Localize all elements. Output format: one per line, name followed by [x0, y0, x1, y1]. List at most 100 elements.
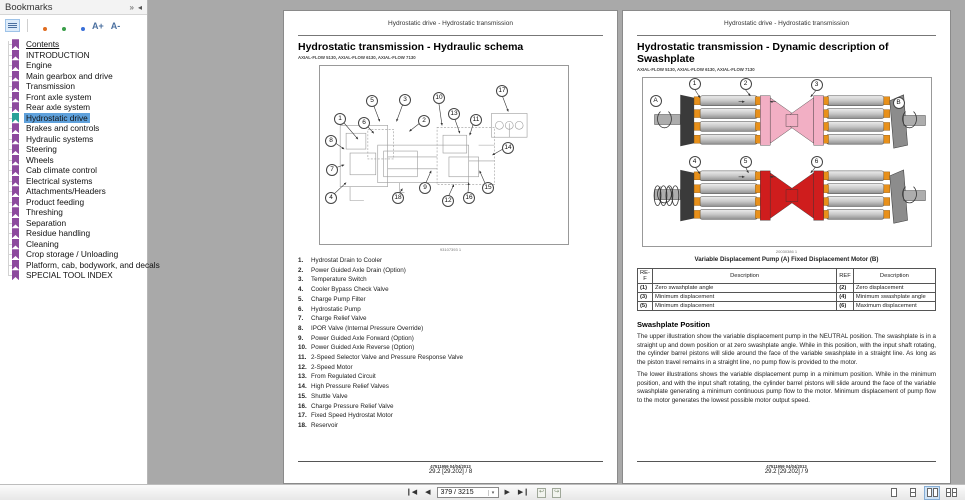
bookmark-icon — [12, 112, 19, 123]
col-header: Description — [852, 268, 937, 284]
figure-reference-code: 20030386 1 — [775, 249, 798, 254]
ref-cell: (4) — [836, 292, 854, 302]
previous-view-icon[interactable] — [537, 487, 547, 498]
bookmark-label: Cleaning — [26, 238, 59, 249]
callout-letter: 3 — [810, 79, 823, 91]
page-title: Hydrostatic transmission - Hydraulic sch… — [298, 41, 524, 53]
increase-text-size-button[interactable]: A+ — [92, 20, 104, 31]
collapse-panel-icon[interactable]: ◂ — [137, 2, 142, 12]
bookmark-item[interactable]: Hydraulic systems — [0, 133, 147, 145]
section-page-number: 29.2 [29.202] / 9 — [764, 469, 809, 475]
table-row: (3) Minimum displacement (4) Minimum swa… — [637, 292, 937, 302]
bookmark-icon — [12, 123, 19, 134]
legend-item-text: IPOR Valve (Internal Pressure Override) — [311, 324, 424, 332]
new-bookmark-green-icon[interactable] — [54, 19, 67, 32]
bookmark-item[interactable]: INTRODUCTION — [0, 49, 147, 61]
legend-item-text: Power Guided Axle Reverse (Option) — [311, 344, 415, 352]
bookmark-item[interactable]: Brakes and controls — [0, 123, 147, 134]
next-view-icon[interactable] — [552, 487, 562, 498]
footer-rule — [298, 461, 603, 462]
continuous-view-icon[interactable] — [905, 486, 921, 500]
header-rule — [298, 35, 603, 36]
bookmark-item[interactable]: Engine — [0, 60, 147, 71]
new-bookmark-red-icon[interactable] — [35, 19, 48, 32]
callout-number: 16 — [463, 192, 475, 204]
ref-cell: (1) — [637, 283, 653, 293]
bookmark-label: Separation — [26, 217, 67, 228]
bookmark-item[interactable]: Threshing — [0, 207, 147, 218]
description-cell: Zero swashplate angle — [651, 283, 838, 293]
bookmarks-panel-title: Bookmarks — [5, 1, 53, 13]
bookmark-item[interactable]: Wheels — [0, 154, 147, 166]
previous-page-button[interactable]: ◀ — [425, 488, 431, 496]
bookmark-icon — [12, 228, 19, 239]
page-title: Hydrostatic transmission - Dynamic descr… — [637, 41, 889, 65]
bookmark-item[interactable]: SPECIAL TOOL INDEX — [0, 270, 147, 281]
legend-item: Hydrostat Drain to Cooler — [298, 256, 603, 266]
new-bookmark-blue-icon[interactable] — [73, 19, 86, 32]
col-header: RE-F — [637, 268, 653, 284]
page-footer: 47511959 04/04/2013 29.2 [29.202] / 9 — [637, 461, 936, 475]
page-dropdown-caret-icon[interactable]: ▾ — [487, 489, 498, 496]
bookmark-item[interactable]: Cab climate control — [0, 165, 147, 176]
bookmark-label: Brakes and controls — [26, 123, 100, 134]
legend-item-text: Reservoir — [311, 421, 338, 429]
callout-number: 8 — [325, 135, 337, 147]
footer-rule — [637, 461, 936, 462]
swashplate-figure: A 1 2 3 B 4 5 6 — [641, 77, 932, 247]
bookmark-item[interactable]: Platform, cab, bodywork, and decals — [0, 259, 160, 271]
legend-item: From Regulated Circuit — [298, 372, 603, 382]
document-number: 47511959 04/04/2013 — [430, 464, 471, 469]
bookmark-item[interactable]: Rear axle system — [0, 102, 147, 113]
bookmark-item[interactable]: Separation — [0, 217, 147, 229]
bookmark-item[interactable]: Residue handling — [0, 228, 147, 239]
bookmark-item[interactable]: Hydrostatic drive — [0, 112, 147, 124]
bookmarks-panel: Bookmarks » ◂ A+ A- — [0, 0, 160, 484]
bookmark-item[interactable]: Steering — [0, 144, 147, 155]
callout-letter: 5 — [739, 156, 752, 168]
legend-item: High Pressure Relief Valves — [298, 382, 603, 392]
bookmark-item[interactable]: Crop storage / Unloading — [0, 249, 147, 260]
legend-item-text: Cooler Bypass Check Valve — [311, 286, 389, 294]
legend-item: Fixed Speed Hydrostat Motor — [298, 411, 603, 421]
bookmark-item[interactable]: Electrical systems — [0, 175, 147, 187]
table-row: (5) Minimum displacement (6) Maximum dis… — [637, 301, 937, 311]
single-page-view-icon[interactable] — [886, 486, 902, 500]
callout-number: 17 — [496, 85, 508, 97]
bookmark-icon — [12, 196, 19, 207]
bookmark-list-options-icon[interactable] — [5, 19, 20, 32]
page-left: Hydrostatic drive - Hydrostatic transmis… — [283, 10, 618, 484]
last-page-button[interactable]: ▶❙ — [517, 488, 530, 496]
bookmark-item[interactable]: Attachments/Headers — [0, 186, 147, 197]
callout-number: 15 — [482, 182, 494, 194]
legend-item: Power Guided Axle Forward (Option) — [298, 334, 603, 344]
bookmark-label: Transmission — [26, 81, 76, 92]
bookmark-label: Residue handling — [26, 228, 91, 239]
decrease-text-size-button[interactable]: A- — [110, 20, 121, 31]
document-area: Hydrostatic drive - Hydrostatic transmis… — [148, 0, 965, 484]
two-page-view-icon[interactable] — [924, 485, 940, 500]
bookmark-item[interactable]: Front axle system — [0, 91, 147, 103]
body-paragraph: The upper illustration show the variable… — [637, 333, 936, 366]
page-right: Hydrostatic drive - Hydrostatic transmis… — [622, 10, 951, 484]
bookmark-item[interactable]: Main gearbox and drive — [0, 70, 147, 82]
two-page-continuous-view-icon[interactable] — [943, 486, 959, 500]
bookmark-item[interactable]: Product feeding — [0, 196, 147, 208]
page-number-box: ▾ — [436, 487, 499, 498]
bookmark-label: Rear axle system — [26, 102, 91, 113]
bookmark-item[interactable]: Transmission — [0, 81, 147, 92]
page-number-input[interactable] — [437, 489, 488, 496]
callout-number: 7 — [326, 164, 338, 176]
bookmarks-panel-header: Bookmarks » ◂ — [0, 0, 147, 15]
description-cell: Minimum displacement — [651, 292, 838, 302]
bookmark-item[interactable]: Cleaning — [0, 238, 147, 250]
body-paragraph: The lower illustrations shows the variab… — [637, 371, 936, 404]
callout-letter: A — [649, 95, 662, 107]
document-number: 47511959 04/04/2013 — [766, 464, 807, 469]
panel-options-icon[interactable]: » — [129, 2, 134, 12]
ref-cell: (3) — [637, 292, 653, 302]
next-page-button[interactable]: ▶ — [504, 488, 510, 496]
first-page-button[interactable]: ❙◀ — [405, 488, 418, 496]
table-row: (1) Zero swashplate angle (2) Zero displ… — [637, 283, 937, 293]
bookmark-item[interactable]: Contents — [0, 39, 147, 50]
